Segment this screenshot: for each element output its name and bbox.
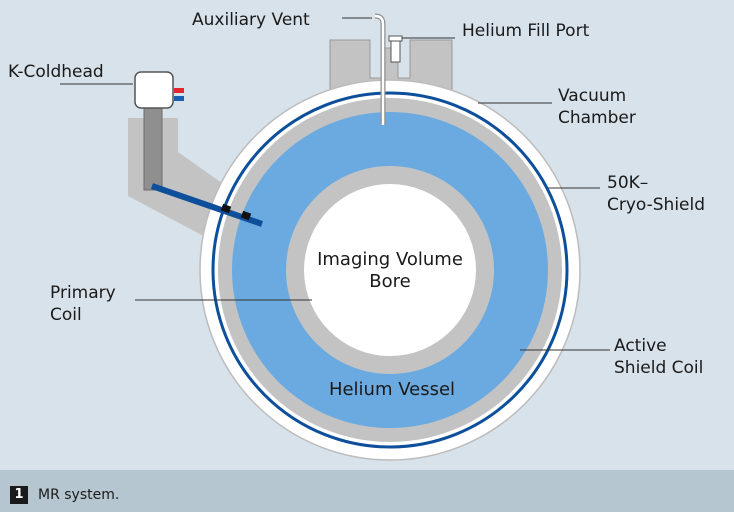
label-cryo-shield-line1: 50K– [607,173,648,193]
helium-fill-port [390,39,401,63]
label-primary-coil-line2: Coil [50,305,82,325]
imaging-bore [304,184,476,356]
caption-bar [0,470,734,512]
coldhead-blue-connector [174,96,184,101]
label-k-coldhead: K-Coldhead [8,62,104,82]
label-imaging-volume-line1: Imaging Volume [317,249,463,270]
coldhead-box [134,71,174,109]
label-active-shield-coil-line1: Active [614,336,667,356]
label-active-shield-coil-line2: Shield Coil [614,358,703,378]
label-primary-coil-line1: Primary [50,283,116,303]
figure-number-badge: 1 [10,486,28,504]
coldhead-red-connector [174,88,184,93]
label-cryo-shield-line2: Cryo-Shield [607,195,705,215]
active-shield-coil [211,91,569,449]
label-vacuum-chamber-line1: Vacuum [558,86,626,106]
label-helium-fill-port: Helium Fill Port [462,21,590,41]
figure-caption: MR system. [38,487,120,503]
helium-fill-port-cap [388,35,403,42]
thermal-link-joint-1 [220,203,232,214]
label-helium-vessel: Helium Vessel [329,379,455,400]
leader-lines [60,17,610,351]
coldhead-pipe [143,103,163,191]
auxiliary-vent-pipe-inner [374,14,385,125]
diagram-canvas: Auxiliary Vent Helium Fill Port K-Coldhe… [8,10,706,461]
thermal-link-joint-2 [240,210,252,221]
label-vacuum-chamber-line2: Chamber [558,108,636,128]
label-imaging-volume-line2: Bore [369,271,410,292]
label-auxiliary-vent: Auxiliary Vent [192,10,310,30]
